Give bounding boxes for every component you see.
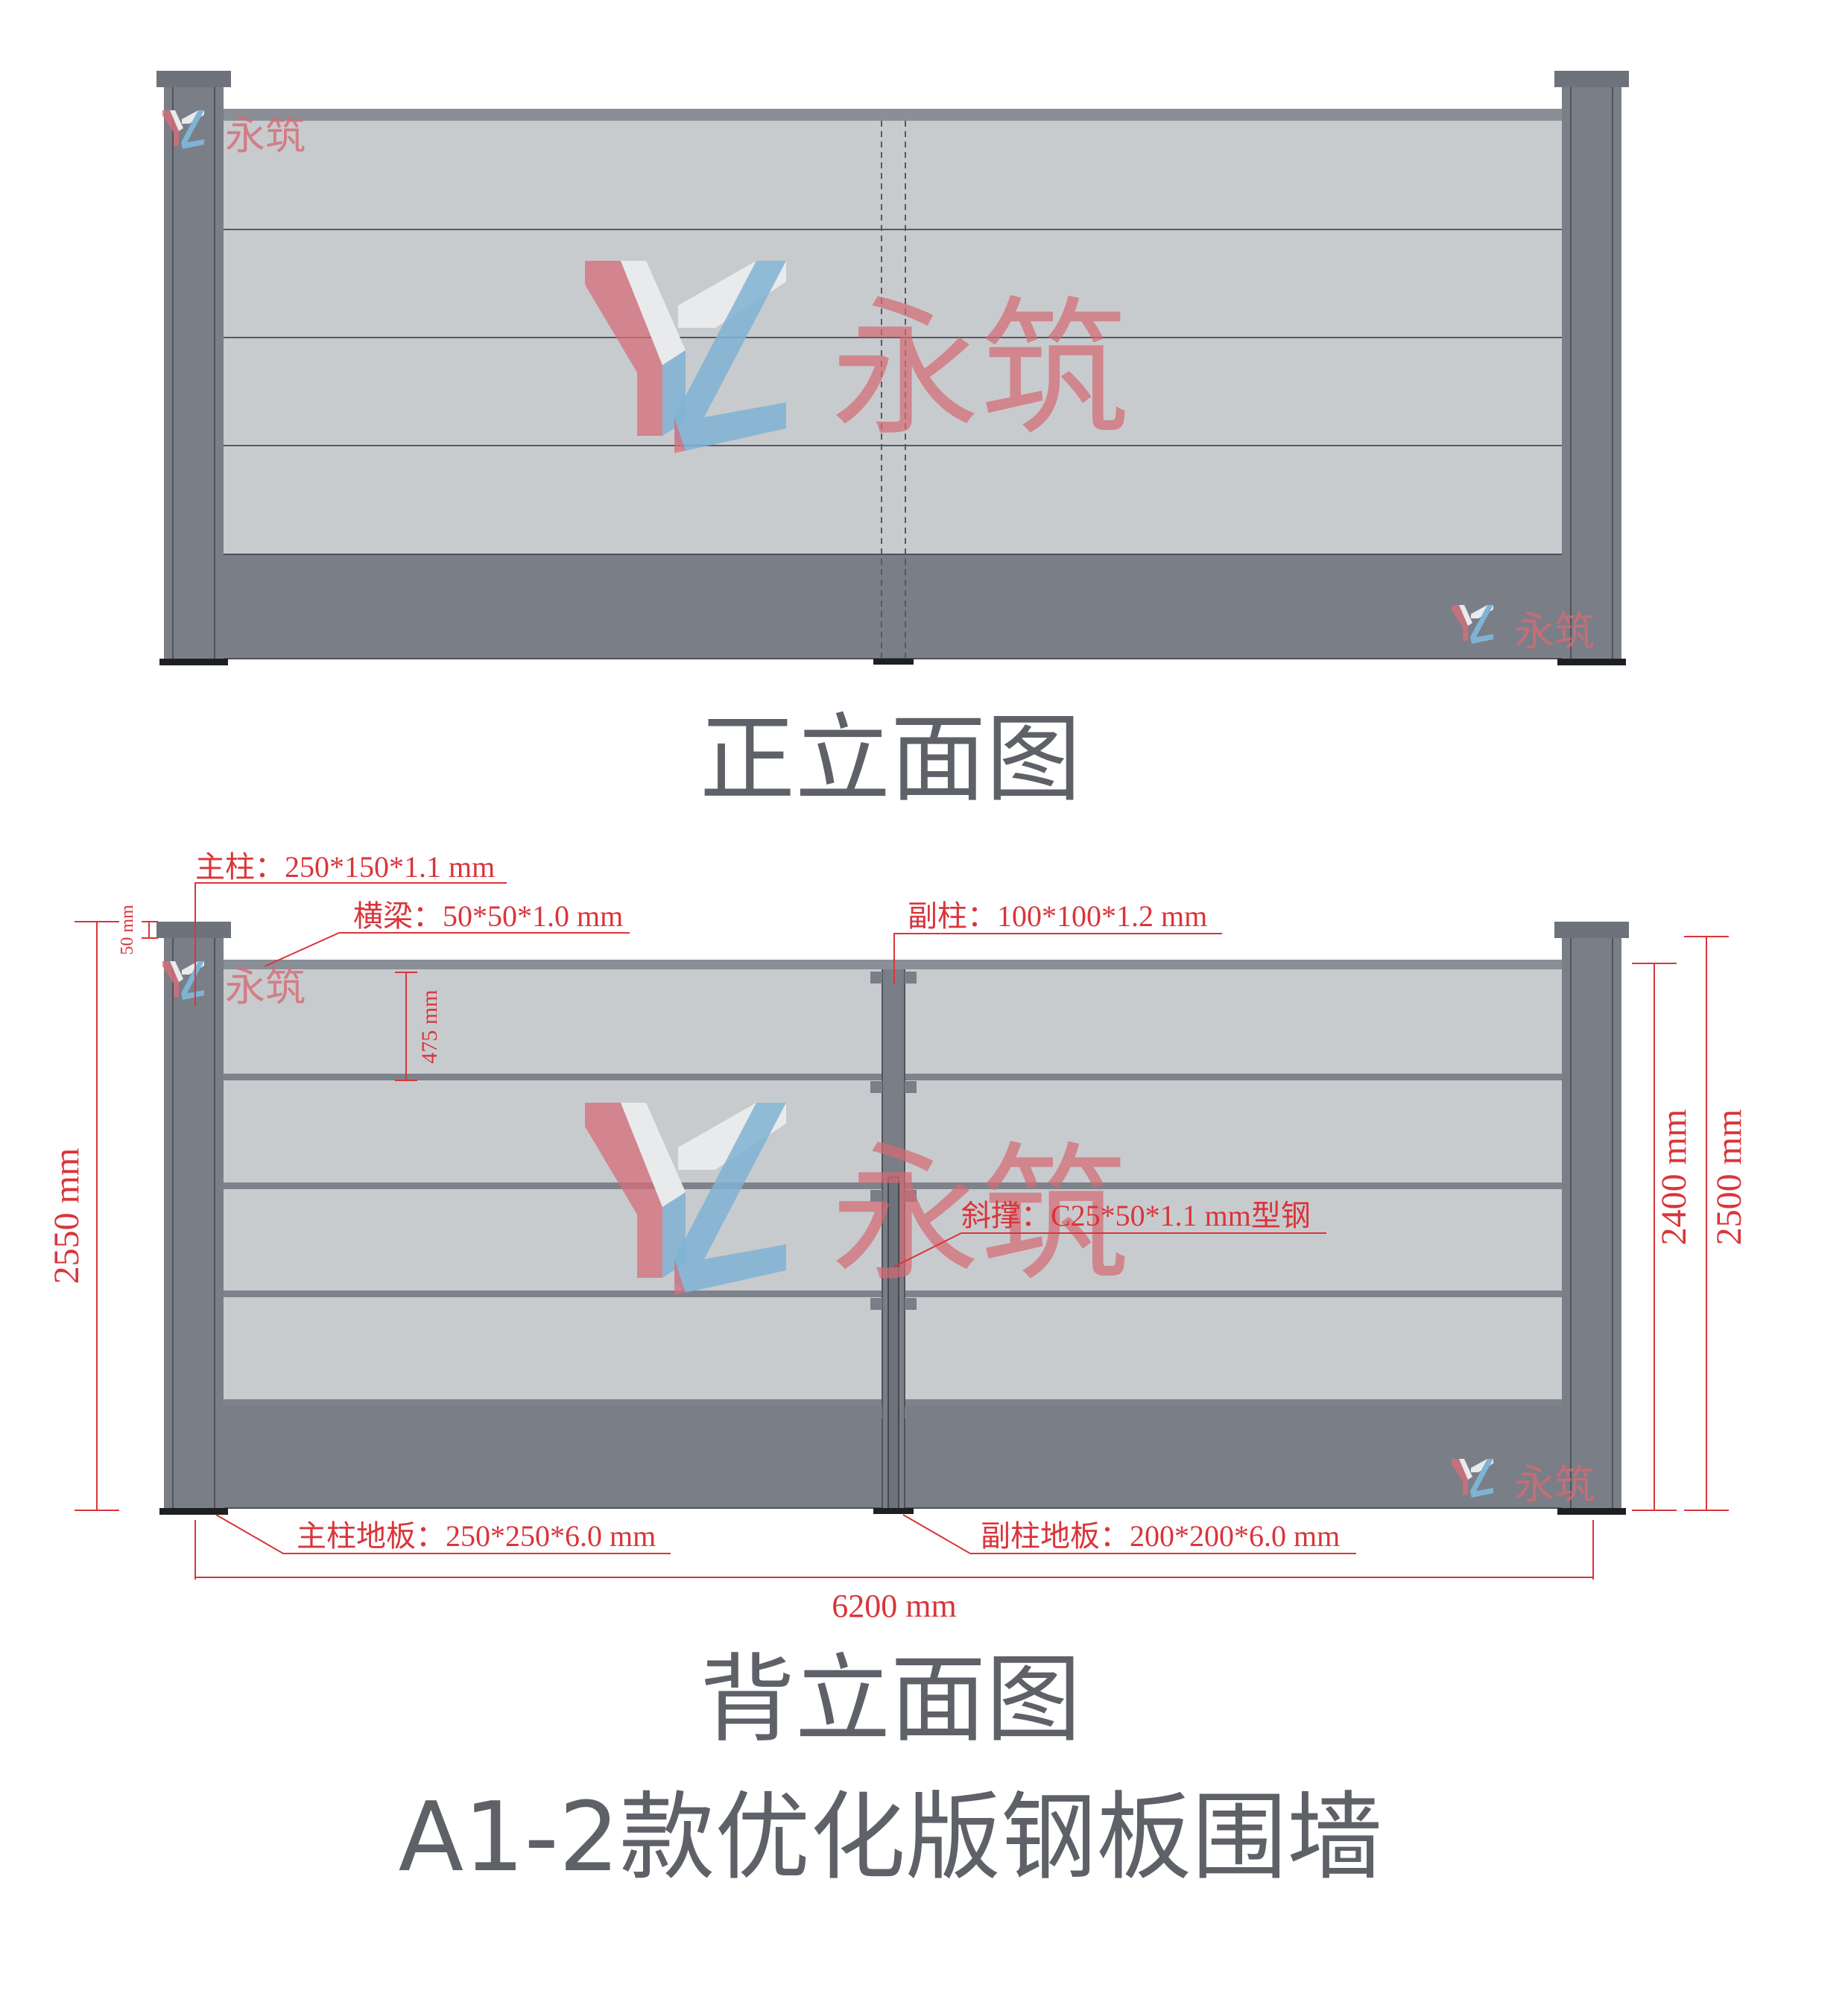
back-view-caption: 背立面图 <box>700 1644 1081 1755</box>
drawing-title: A1-2款优化版钢板围墙 <box>399 1782 1383 1893</box>
front-view-caption: 正立面图 <box>700 704 1081 815</box>
cap-height-label: 50 mm <box>118 905 137 955</box>
front-watermark-text: 永筑 <box>831 283 1129 457</box>
left-total-height-label: 2550 mm <box>47 1148 86 1285</box>
right-inner-height-label: 2400 mm <box>1654 1109 1694 1246</box>
sub-base-annotation: 副柱地板：200*200*6.0 mm <box>981 1519 1340 1553</box>
back-small-watermark-right: 永筑 <box>1514 1461 1595 1508</box>
beam-annotation: 横梁：50*50*1.0 mm <box>353 899 623 933</box>
back-left-post <box>164 938 224 1510</box>
back-right-post-cap <box>1554 922 1629 938</box>
panel-height-label: 475 mm <box>417 989 442 1063</box>
front-left-post <box>164 87 224 661</box>
right-total-height-label: 2500 mm <box>1709 1109 1749 1246</box>
front-left-post-cap <box>156 71 231 87</box>
sub-post-annotation: 副柱：100*100*1.2 mm <box>908 899 1207 933</box>
back-small-watermark-left: 永筑 <box>225 963 306 1010</box>
front-small-watermark-left: 永筑 <box>225 112 306 159</box>
main-post-annotation: 主柱：250*150*1.1 mm <box>195 850 495 884</box>
back-left-post-cap <box>156 922 231 938</box>
back-right-post <box>1562 938 1621 1510</box>
back-elevation: 永筑 永筑 永筑 <box>156 922 1629 1515</box>
back-watermark-text: 永筑 <box>831 1129 1129 1302</box>
front-right-post <box>1562 87 1621 661</box>
dimension-lines <box>75 882 1729 1580</box>
front-right-post-cap <box>1554 71 1629 87</box>
main-base-annotation: 主柱地板：250*250*6.0 mm <box>297 1519 656 1553</box>
brace-annotation: 斜撑：C25*50*1.1 mm型钢 <box>961 1199 1311 1232</box>
back-main-base-plate <box>159 1508 228 1515</box>
front-base-panel <box>221 554 1562 659</box>
back-top-beam <box>216 960 1565 969</box>
front-elevation: 永筑 永筑 永筑 <box>156 71 1629 665</box>
width-label: 6200 mm <box>832 1588 956 1624</box>
front-small-watermark-right: 永筑 <box>1514 608 1595 655</box>
back-sub-base-plate <box>873 1508 914 1514</box>
front-top-beam <box>216 109 1565 121</box>
